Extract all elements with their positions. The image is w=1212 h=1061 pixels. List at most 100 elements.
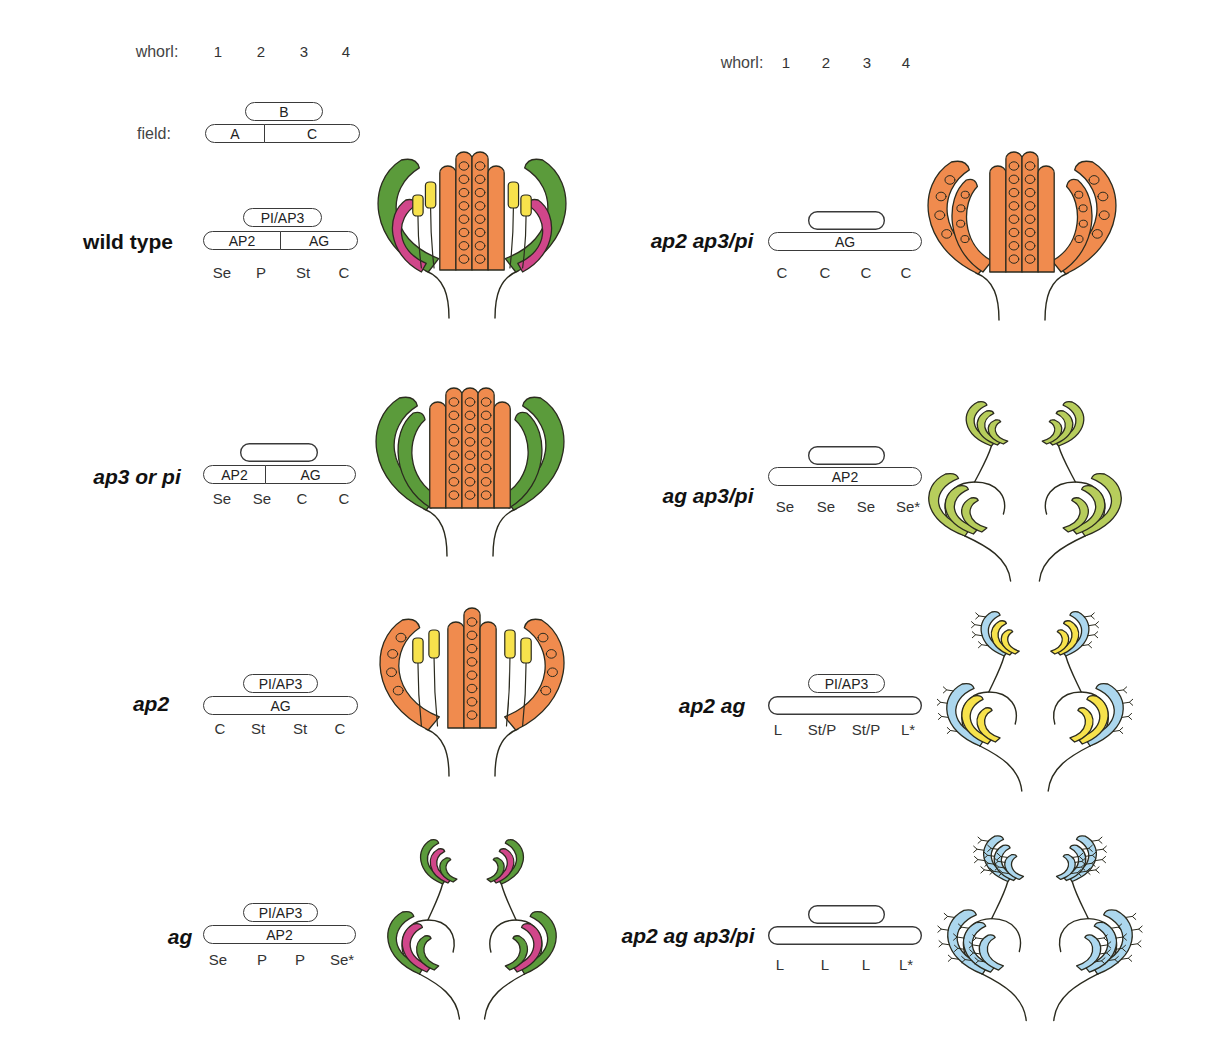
whorl-number: 1 xyxy=(214,43,222,61)
leaf-hair xyxy=(943,687,953,693)
gene-activity-box: C xyxy=(264,124,360,143)
gene-activity-box: PI/AP3 xyxy=(243,208,322,227)
gene-name: AG xyxy=(270,698,290,714)
leaf-hair xyxy=(1096,846,1106,852)
ovule xyxy=(481,424,491,432)
floral-organ xyxy=(1005,855,1024,880)
carpel xyxy=(1022,152,1038,272)
ovule xyxy=(961,236,969,243)
stamen-anther xyxy=(425,182,435,208)
ovule xyxy=(538,633,548,642)
leaf-hair xyxy=(1122,713,1132,719)
ovule xyxy=(1098,192,1108,201)
whorl-number: 2 xyxy=(822,54,830,72)
floral-organ xyxy=(1070,708,1093,742)
ovule xyxy=(1099,211,1109,220)
whorl-heading: whorl: xyxy=(721,54,764,72)
leaf-hair xyxy=(999,870,1009,876)
leaf-hair xyxy=(972,632,982,638)
flower-stalk xyxy=(426,271,449,318)
leaf-hair xyxy=(947,728,957,734)
leaf-hair xyxy=(937,699,947,705)
ovule xyxy=(465,411,475,419)
gene-activity-box: AG xyxy=(280,231,358,250)
ovule xyxy=(393,686,403,695)
gene-name: PI/AP3 xyxy=(825,676,869,692)
genotype-label: ap2 ag ap3/pi xyxy=(621,924,754,948)
leaf-hair xyxy=(1095,857,1105,863)
genotype-label: ag ap3/pi xyxy=(662,484,753,508)
organ-label: P xyxy=(256,264,266,282)
organ-label: C xyxy=(820,264,831,282)
leaf-hair xyxy=(1123,699,1133,705)
ovule xyxy=(449,464,459,472)
organ-label: C xyxy=(297,490,308,508)
flower-drawing xyxy=(937,612,1132,791)
gene-name: AG xyxy=(309,233,329,249)
organ-label: C xyxy=(777,264,788,282)
ovule xyxy=(449,398,459,406)
stamen-anther xyxy=(413,195,423,216)
ovule xyxy=(467,698,477,706)
gene-activity-box: AG xyxy=(768,232,922,251)
flower-stalk xyxy=(501,884,516,920)
ovule xyxy=(459,242,469,250)
flower-stalk xyxy=(495,271,518,318)
ovule xyxy=(467,671,477,679)
genotype-label: ag xyxy=(168,925,193,949)
ovule xyxy=(475,255,485,263)
organ-label: C xyxy=(861,264,872,282)
leaf-hair xyxy=(1080,868,1090,874)
ovule xyxy=(481,464,491,472)
ovule xyxy=(541,686,551,695)
stamen-filament xyxy=(431,208,434,268)
ovule xyxy=(1009,188,1019,196)
flower-stalk xyxy=(495,729,518,776)
ovule xyxy=(475,175,485,183)
organ-label: L xyxy=(776,956,784,974)
ovule xyxy=(449,424,459,432)
empty-boxes xyxy=(241,212,922,945)
floral-organ xyxy=(505,936,527,970)
carpel xyxy=(1006,152,1022,272)
floral-organ xyxy=(1051,630,1069,654)
ovule xyxy=(459,188,469,196)
leaf-hair xyxy=(944,913,954,919)
organ-label: St/P xyxy=(808,721,836,739)
stamen-filament xyxy=(418,663,421,726)
field-heading: field: xyxy=(137,125,171,143)
flower-stalk xyxy=(485,974,525,1019)
carpel xyxy=(446,388,462,508)
carpel xyxy=(448,622,464,728)
flower-stalk xyxy=(965,536,1011,581)
floral-organ xyxy=(505,619,564,730)
ovule xyxy=(957,220,965,227)
leaf-hair xyxy=(1131,941,1141,947)
leaf-hair xyxy=(938,713,948,719)
stamen-filament xyxy=(434,658,437,726)
stamen-filament xyxy=(510,208,513,268)
organ-label: C xyxy=(339,490,350,508)
gene-activity-box: PI/AP3 xyxy=(243,903,318,922)
leaf-hair xyxy=(976,613,986,619)
leaf-hair xyxy=(1075,864,1085,870)
whorl-number: 2 xyxy=(257,43,265,61)
flower-drawing xyxy=(376,388,564,556)
ovule xyxy=(449,451,459,459)
carpel xyxy=(440,166,456,270)
flower-stalk xyxy=(426,729,449,776)
ovule xyxy=(1009,162,1019,170)
ovule xyxy=(942,230,952,239)
ovule xyxy=(1009,175,1019,183)
leaf-hair xyxy=(1082,845,1092,851)
ovule xyxy=(1025,228,1035,236)
empty-gene-box xyxy=(809,212,885,230)
floral-organ xyxy=(988,420,1007,444)
genotype-label: ap2 xyxy=(133,692,169,716)
organ-label: P xyxy=(295,951,305,969)
leaf-hair xyxy=(984,852,994,858)
leaf-hair xyxy=(962,956,972,962)
floral-organ xyxy=(487,858,504,882)
leaf-hair xyxy=(990,868,1000,874)
